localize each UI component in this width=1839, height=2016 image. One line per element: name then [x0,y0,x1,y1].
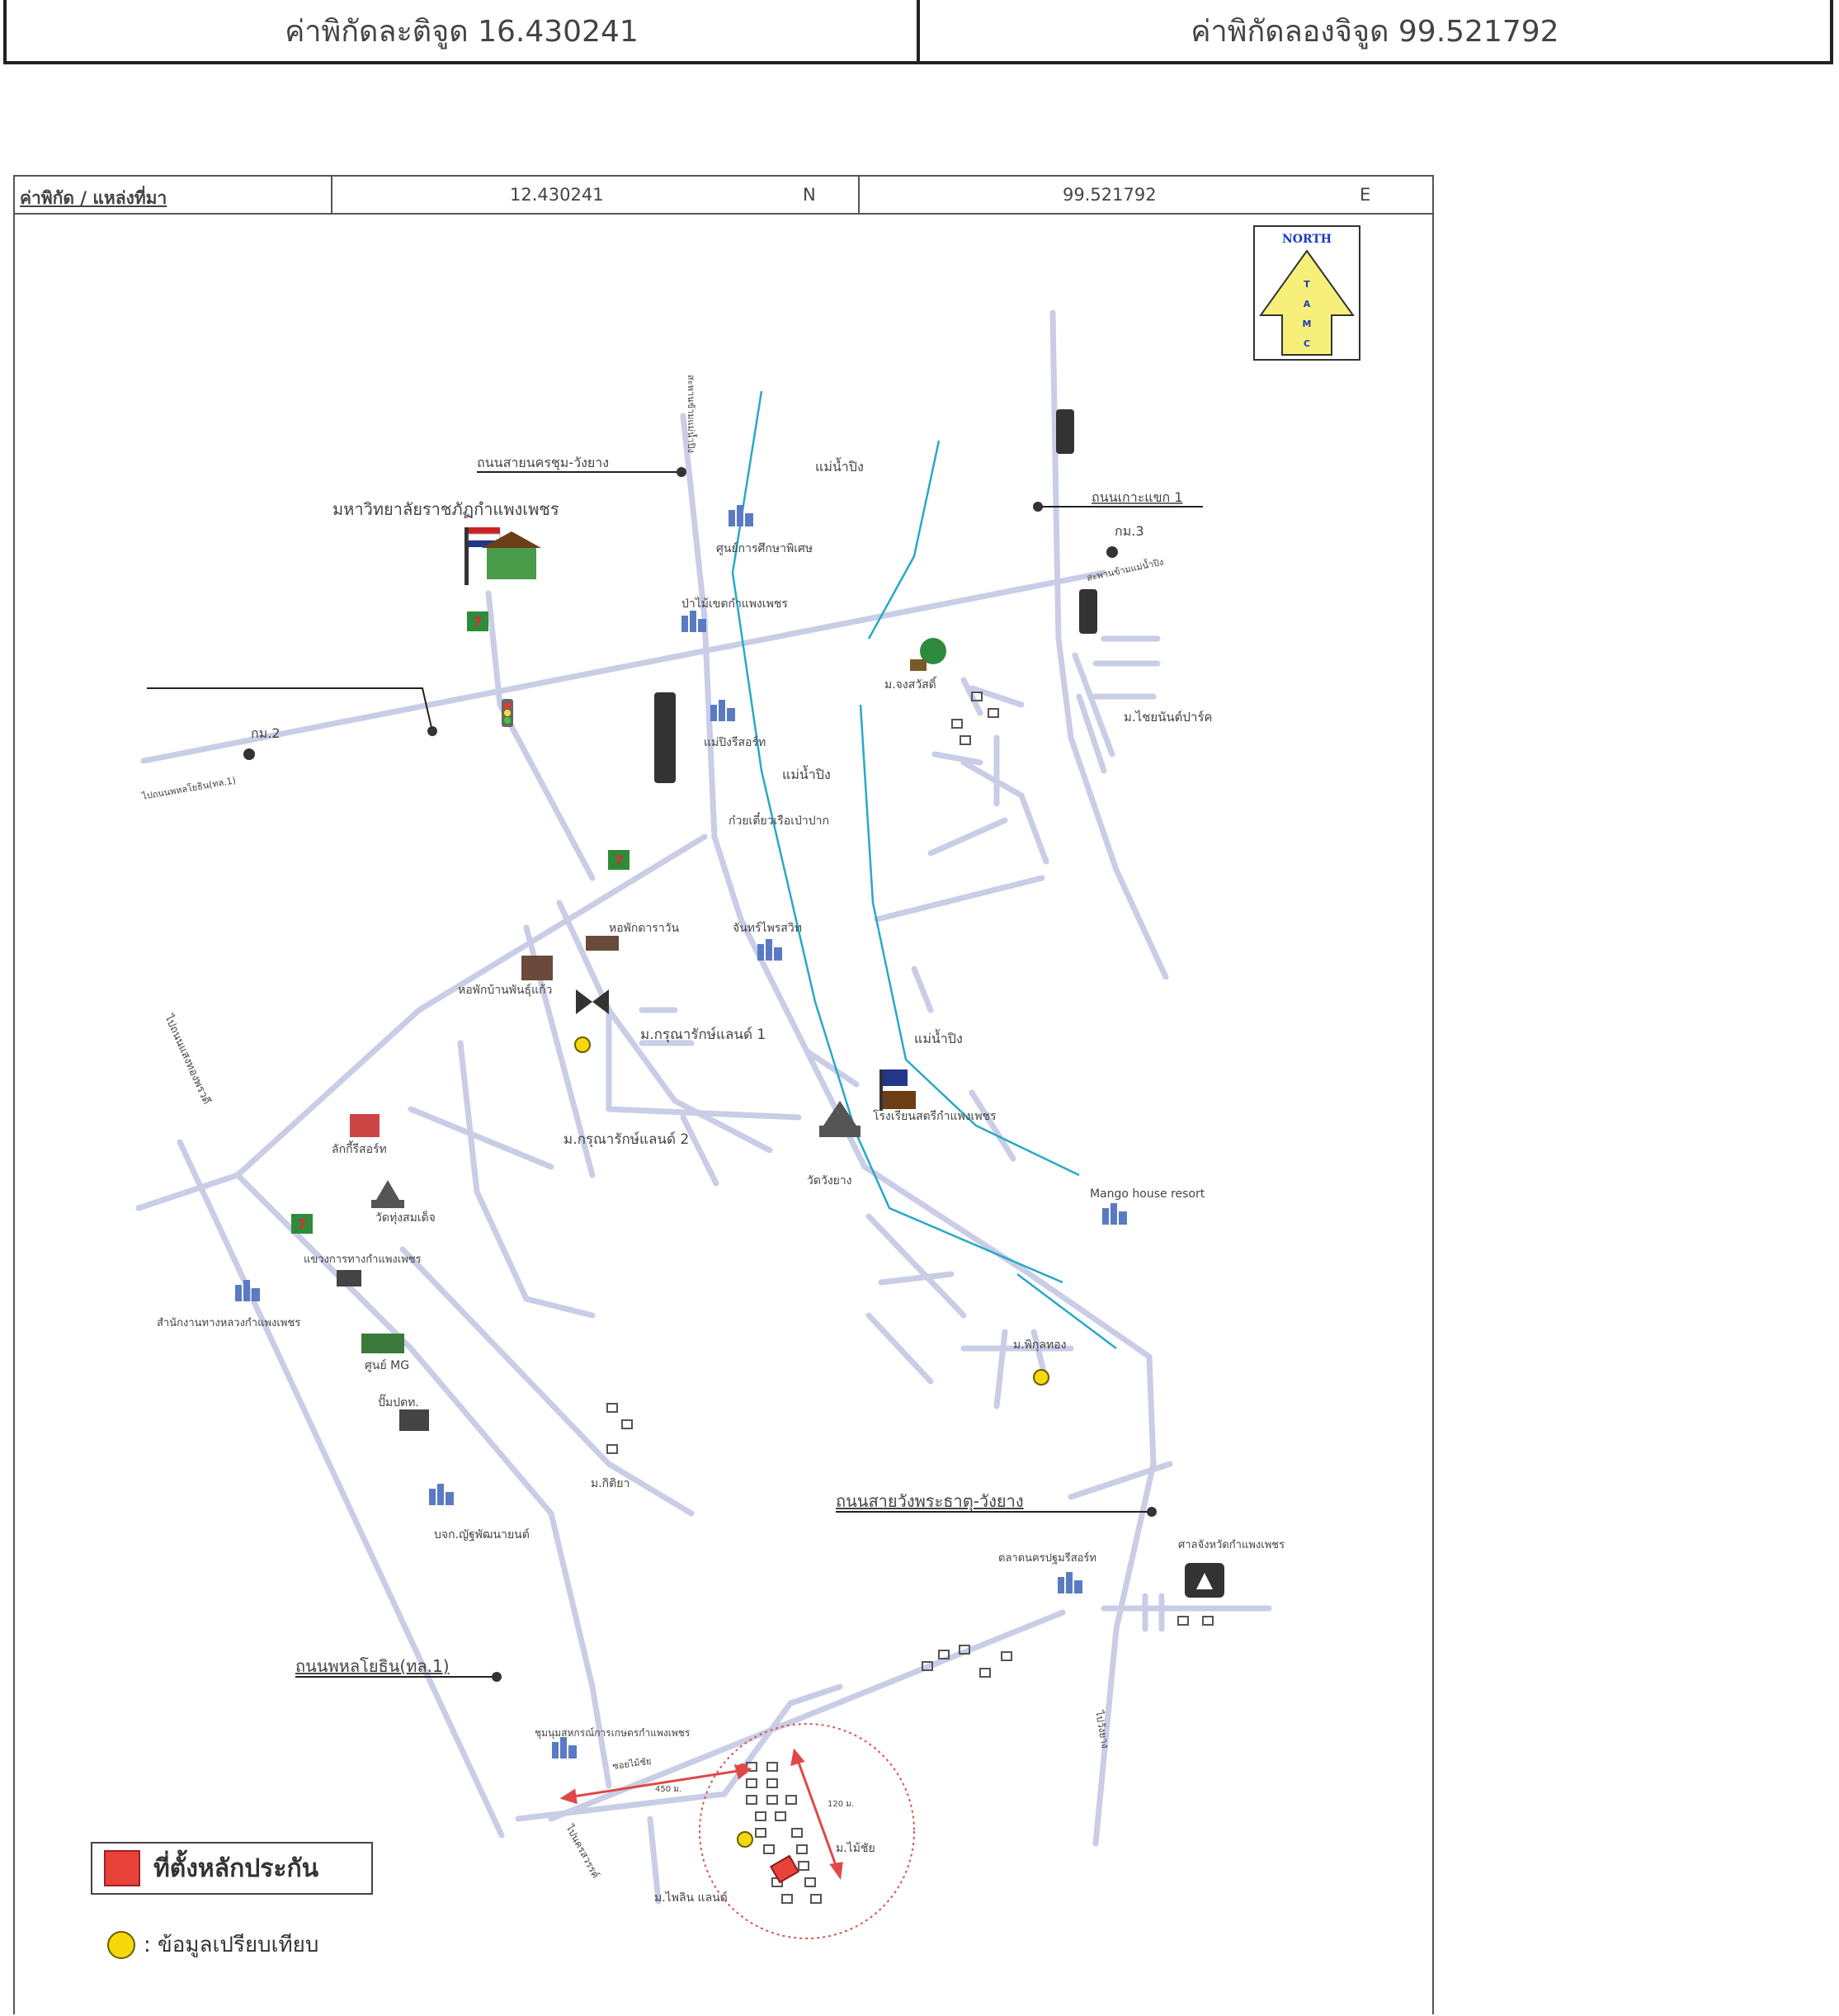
comparison-dot-icon [107,1930,135,1959]
comparison-point-3 [737,1831,753,1848]
distance-horizontal: 450 ม. [655,1785,681,1794]
house-icons [606,692,1214,1904]
svg-text:T: T [1304,279,1310,290]
road-label-kohkhaek: ถนนเกาะแขก 1 [1092,489,1183,505]
mango-label: Mango house resort [1090,1187,1205,1201]
pithong-label: ม.พิกุลทอง [1013,1338,1066,1352]
highway-label: สำนักงานทางหลวงกำแพงเพชร [157,1317,300,1329]
bridge-label: สะพานข้ามแม่น้ำปิง [1086,555,1165,583]
dorm-icons [337,936,619,1431]
lon-dir: E [1360,185,1371,205]
university-flag-icon [464,527,541,585]
maeping-resort-label: แม่ปิงรีสอร์ท [704,735,766,749]
legend-comparison: : ข้อมูลเปรียบเทียบ [107,1928,318,1962]
chanthira-label: จันทร์ไพรสวิท [733,921,802,935]
river-label-2: แม่น้ำปิง [782,765,831,782]
comparison-point-1 [574,1036,591,1053]
svg-text:C: C [1304,338,1310,349]
traffic-light-icon [502,699,513,727]
map-icons: 7 7 7 [235,409,1224,1904]
map-coordinate-header: ค่าพิกัด / แหล่งที่มา 12.430241 N 99.521… [15,177,1432,215]
noodle-label: ก๋วยเตี๋ยวเรือเป่าปาก [729,812,829,828]
collateral-area [559,1723,915,1939]
temple-icon [371,1101,861,1208]
mai-chai-label: ม.ไม้ชัย [836,1841,875,1855]
river-label-3: แม่น้ำปิง [914,1029,963,1046]
river-label-1: แม่น้ำปิง [815,457,864,474]
ptt-label: ปั๊มปตท. [378,1394,419,1409]
court-icon [1185,1563,1224,1598]
sakrisort-label: ลักกี้รีสอร์ท [332,1140,387,1156]
school-flag-icon [879,1069,916,1111]
dorm2-label: หอพักบ้านพันธุ์แก้ว [458,983,552,997]
to-kamphaeng-label: ไปถนนแสงทองพรวดี [162,1012,214,1106]
lon-value: 99.521792 [1063,185,1157,205]
longitude-label: ค่าพิกัดลองจิจูด 99.521792 [917,0,1830,61]
map-frame: ค่าพิกัด / แหล่งที่มา 12.430241 N 99.521… [13,175,1434,2014]
phahonyothin-label: ถนนพหลโยธิน(ทล.1) [295,1656,450,1676]
svg-text:A: A [1304,299,1311,309]
to-nakhonsawan-label: ไปนครสวรรค์ [563,1822,601,1880]
road-label-top: สะพานข้ามแม่น้ำปิง [686,375,698,453]
coordinate-bar: ค่าพิกัดละติจูด 16.430241 ค่าพิกัดลองจิจ… [3,0,1833,64]
sahakorn-label: ศาลจังหวัดกำแพงเพชร [1178,1539,1285,1551]
latitude-label: ค่าพิกัดละติจูด 16.430241 [285,14,639,49]
legend-collateral-label: ที่ตั้งหลักประกัน [153,1853,319,1883]
road-markers [243,467,1157,1682]
svg-text:M: M [1303,319,1312,329]
lat-dir: N [803,185,816,205]
collateral-swatch [104,1850,140,1886]
source-label: ค่าพิกัด / แหล่งที่มา [20,188,167,208]
road-label-nakhonchum: ถนนสายนครชุม-วังยาง [477,455,609,471]
school-river-label: โรงเรียนสตรีกำแพงเพชร [873,1109,997,1123]
hotel-stack-icons [654,409,1097,783]
legend-comparison-label: : ข้อมูลเปรียบเทียบ [144,1933,319,1957]
electric-label: แขวงการทางกำแพงเพชร [304,1254,422,1266]
to-phahonyothin-label: ไปถนนพหลโยธิน(ทล.1) [140,774,237,802]
tonkla-label: ม.ไพลิน แลนด์ [654,1891,728,1905]
watthung-label: วัดทุ่งสมเด็จ [375,1210,436,1225]
wangphrathat-label: ถนนสายวังพระธาตุ-วังยาง [836,1491,1024,1512]
agri-label: บจก.ญัฐพัฒนายนต์ [434,1527,530,1542]
comparison-point-2 [1033,1369,1049,1386]
jongsawat-label: ม.จงสวัสดิ์ [884,676,938,692]
karuna1-label: ม.กรุณารักษ์แลนด์ 1 [640,1027,766,1043]
km3-label: กม.3 [1115,523,1144,539]
comparison-points [574,1036,1049,1848]
soi-label: ซอยไม้ชัย [612,1756,653,1772]
kiti-label: ม.กิติยา [591,1477,630,1490]
seven-eleven-icon: 7 7 7 [291,611,630,1234]
karuna2-label: ม.กรุณารักษ์แลนด์ 2 [563,1131,689,1148]
compass: NORTH T A M C [1253,225,1360,361]
road-leader-lines [147,471,1203,1678]
chaiyanan-label: ม.ไชยนันต์ปาร์ค [1124,710,1212,725]
compass-label: NORTH [1282,233,1332,246]
legend-collateral: ที่ตั้งหลักประกัน [91,1842,373,1895]
collateral-marker [769,1854,800,1884]
mg-label: ศูนย์ MG [365,1358,409,1372]
school-top-label: ศูนย์การศึกษาพิเศษ [716,541,813,555]
svg-text:7: 7 [614,852,623,868]
building-icons [235,505,1127,1759]
ping-river [731,390,1117,1349]
dorm1-label: หอพักดาราวัน [609,922,680,935]
university-label: มหาวิทยาลัยราชภัฏกำแพงเพชร [332,499,559,519]
lat-value: 12.430241 [510,185,604,205]
tree-icon [910,638,946,671]
wat-wangyang-label: วัดวังยาง [807,1174,852,1187]
svg-text:7: 7 [473,614,482,630]
crossroad-icon [576,989,609,1014]
km2-label: กม.2 [251,725,281,741]
distance-vertical: 120 ม. [828,1800,854,1809]
location-map: NORTH T A M C ถนนสายนครชุม-วังยาง ถนนเกา… [135,225,1360,1939]
dmk-label: ตลาดนครปฐมรีสอร์ท [998,1551,1096,1565]
chumchon-label: ชุมนุมสหกรณ์การเกษตรกำแพงเพชร [535,1727,691,1740]
bank-label: ป่าไม้เขตกำแพงเพชร [681,597,788,611]
svg-text:7: 7 [297,1216,306,1232]
